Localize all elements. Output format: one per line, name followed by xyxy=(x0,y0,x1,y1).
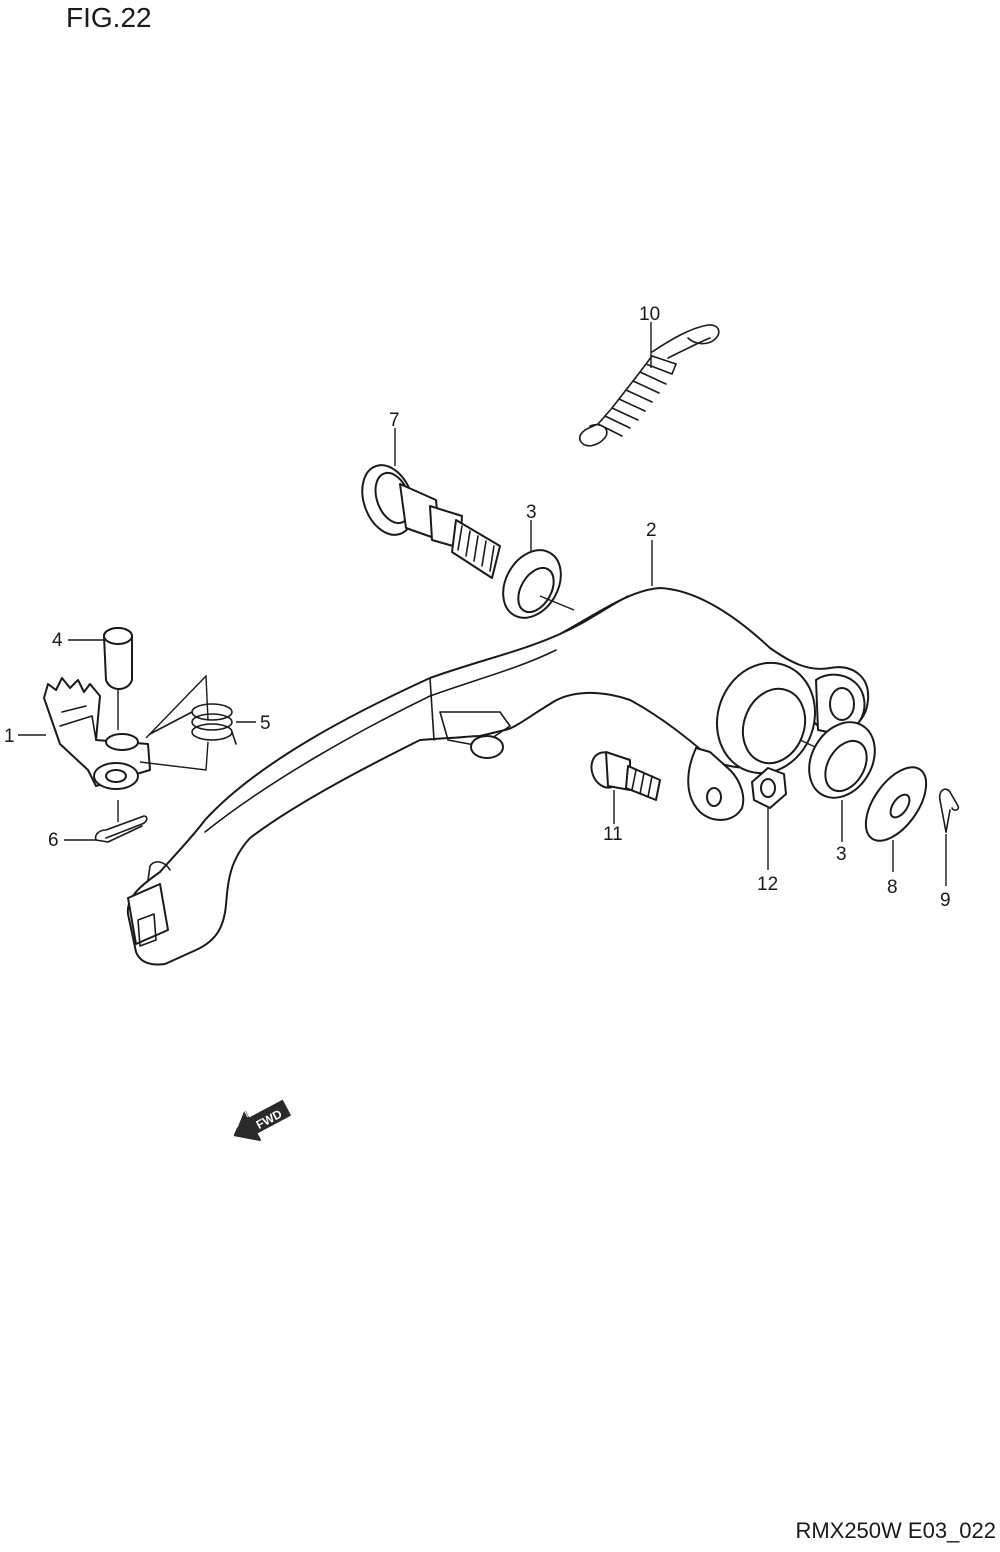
callout-3-upper: 3 xyxy=(526,502,537,523)
fwd-arrow-icon: FWD xyxy=(233,1099,291,1142)
callout-12: 12 xyxy=(757,874,778,895)
return-spring-part xyxy=(578,324,720,447)
pivot-bolt-part xyxy=(361,464,501,579)
axis-line-upper xyxy=(539,595,575,611)
brake-pedal-part xyxy=(126,587,870,966)
callout-6: 6 xyxy=(48,830,59,851)
callout-leaders xyxy=(18,322,947,886)
nut-part xyxy=(751,767,787,809)
cotter-pin-right-part xyxy=(938,788,960,833)
washer-part xyxy=(864,766,928,842)
callout-5: 5 xyxy=(260,713,271,734)
callout-2: 2 xyxy=(646,520,657,541)
figure-title: FIG.22 xyxy=(66,2,152,33)
callout-11: 11 xyxy=(603,824,623,845)
callout-7: 7 xyxy=(389,410,400,431)
footrest-pin-part xyxy=(103,627,133,690)
callout-10: 10 xyxy=(639,304,660,325)
callout-1: 1 xyxy=(4,726,15,747)
bolt-part xyxy=(590,751,661,801)
footrest-spring-part xyxy=(149,703,237,745)
bushing-upper-part xyxy=(502,549,562,619)
drawing-code: RMX250W E03_022 xyxy=(795,1518,996,1543)
callout-3-lower: 3 xyxy=(836,844,847,865)
footrest-part xyxy=(43,677,151,790)
callout-9: 9 xyxy=(940,890,951,911)
cotter-pin-left-part xyxy=(94,815,148,843)
spring-bracket-lines xyxy=(139,674,209,771)
callout-8: 8 xyxy=(887,877,898,898)
callout-4: 4 xyxy=(52,630,63,651)
bushing-lower-part xyxy=(808,721,876,799)
